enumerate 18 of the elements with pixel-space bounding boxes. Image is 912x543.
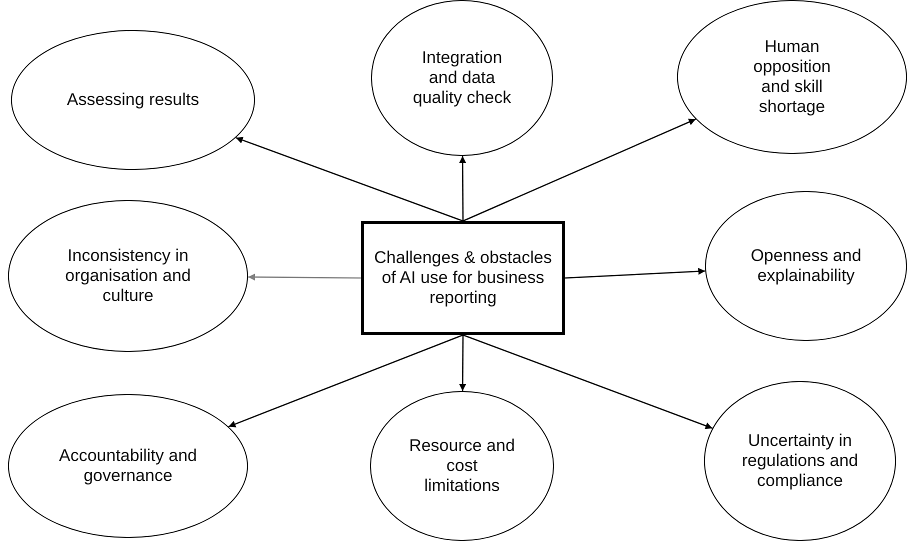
arrow xyxy=(228,334,464,428)
node-text: Inconsistency in organisation and culture xyxy=(64,246,192,306)
node-text: Openness and explainability xyxy=(750,246,862,286)
arrow xyxy=(459,335,466,391)
arrow xyxy=(462,334,713,430)
node-text: Uncertainty in regulations and compliance xyxy=(740,431,860,491)
arrow xyxy=(564,268,706,279)
node-text: Resource and cost limitations xyxy=(408,436,516,496)
node-text: Challenges & obstacles of AI use for business reporting xyxy=(373,248,553,308)
node-text: Accountability and governance xyxy=(58,446,198,486)
arrow xyxy=(248,274,361,281)
arrow xyxy=(236,136,464,222)
node-text: Integration and data quality check xyxy=(412,48,512,108)
central-topic-box xyxy=(361,221,565,335)
node-text: Human opposition and skill shortage xyxy=(752,37,832,117)
arrow xyxy=(462,118,696,222)
arrow xyxy=(459,156,466,221)
node-text: Assessing results xyxy=(66,90,200,110)
